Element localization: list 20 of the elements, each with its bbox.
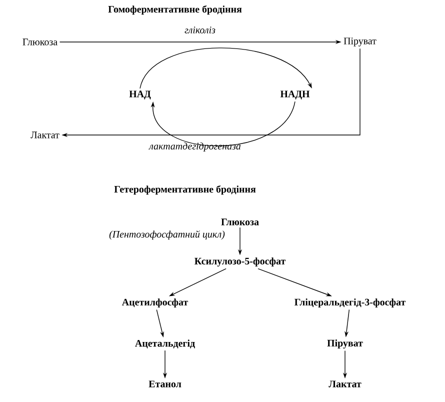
node-label: Етанол [148,380,182,388]
node-label: Ксилулозо-5-фосфат [194,257,286,267]
edge-label: (Пентозофосфатний цикл) [108,229,226,241]
node-label: Лактат [328,380,362,388]
node-label: Піруват [344,38,376,46]
node-label: Ацетилфосфат [122,298,188,308]
node-label: Глюкоза [22,38,58,46]
node-label: Лактат [30,132,60,138]
edge-label: лактатдегідрогеназа [148,142,242,153]
node-label: НАДН [280,90,310,100]
arrow [140,48,312,89]
node-label: Ацетальдегід [135,340,195,348]
arrow [150,101,296,146]
node-label: Глюкоза [221,218,259,226]
node-label: НАД [129,90,151,100]
heading: Гетероферментативне бродіння [114,185,256,195]
heading: Гомоферментативне бродіння [108,5,242,15]
node-label: Піруват [327,339,363,349]
edge-label: гліколіз [184,26,216,34]
node-label: Гліцеральдегід-3-фосфат [294,298,406,308]
